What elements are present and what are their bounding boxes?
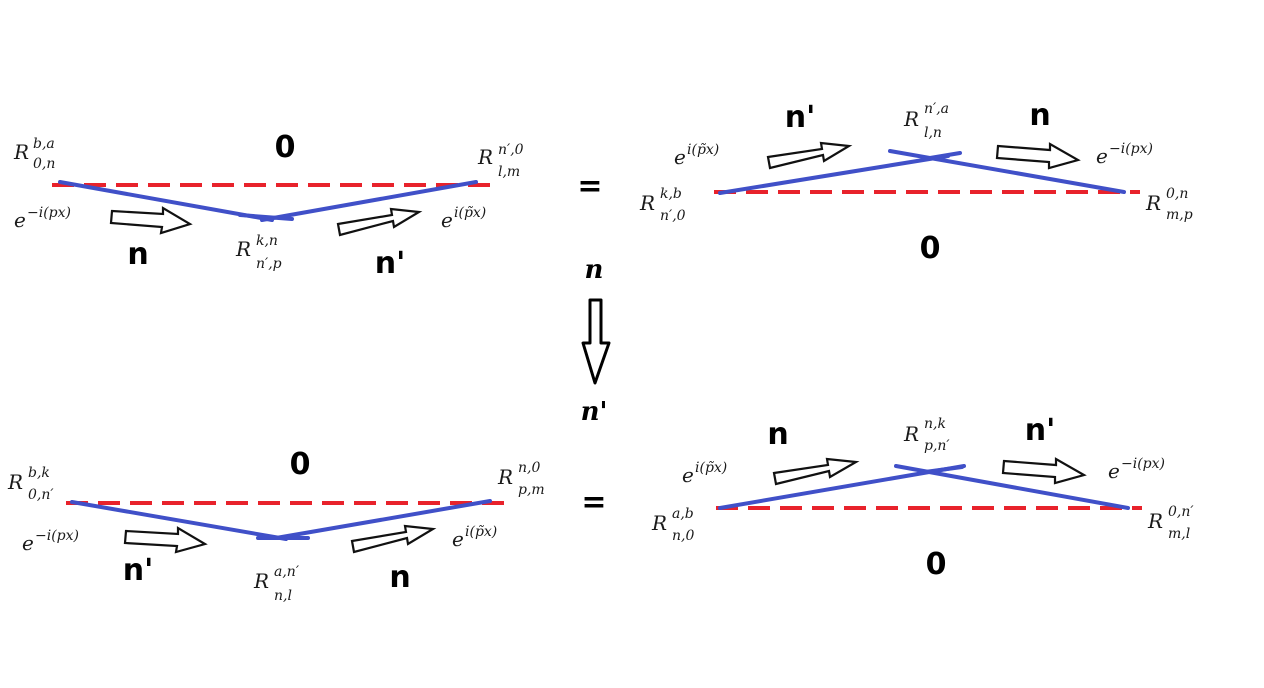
incoming-phase-label: e i(p̃x): [682, 460, 727, 487]
vertex-stub: [238, 213, 294, 221]
vertex-label-top-left: R b,a 0,n: [13, 135, 59, 172]
outgoing-phase-label: e −i(px): [1096, 141, 1153, 168]
n-in-label: n': [785, 100, 816, 135]
diagram-top-left: 0 n n' R b,a 0,n R n′,0 l,m R k,n n′,p e…: [13, 130, 528, 281]
transition-to-label: n': [581, 397, 608, 427]
equals-sign-top: =: [577, 169, 602, 204]
vertex-label-bottom: R a,n′ n,l: [253, 563, 303, 604]
vertex-label-top-left: R b,k 0,n′: [7, 464, 54, 503]
outgoing-phase-label: e i(p̃x): [452, 524, 497, 551]
diagram-bottom-right: 0 n n' R n,k p,n′ R a,b n,0 R 0,n′ m,l e…: [651, 413, 1198, 582]
incoming-phase-label: e −i(px): [14, 205, 71, 232]
outgoing-arrow-icon: [350, 524, 437, 554]
n-out-label: n: [1029, 98, 1050, 133]
incoming-arrow-icon: [766, 141, 853, 170]
vertex-stub: [923, 465, 964, 474]
n-out-label: n': [1025, 413, 1056, 448]
outgoing-line: [260, 180, 478, 222]
outgoing-phase-label: e i(p̃x): [441, 205, 486, 232]
incoming-line: [58, 180, 274, 222]
n-out-label: n: [389, 560, 410, 595]
vertex-stub: [928, 151, 962, 160]
outgoing-arrow-icon: [1001, 457, 1087, 485]
diagram-top-right: 0 n' n R n′,a l,n R k,b n′,0 R 0,n m,p e…: [639, 98, 1193, 266]
outgoing-arrow-icon: [995, 142, 1081, 170]
n-in-label: n: [127, 237, 148, 272]
vertex-label-top: R n′,a l,n: [903, 100, 953, 141]
diagram-bottom-left: 0 n' n R b,k 0,n′ R n,0 p,m R a,n′ n,l e…: [7, 447, 545, 604]
incoming-line: [70, 500, 288, 541]
zero-label: 0: [275, 130, 296, 165]
vertex-label-top-right: R n,0 p,m: [497, 459, 545, 498]
incoming-arrow-icon: [772, 457, 860, 486]
incoming-phase-label: e i(p̃x): [674, 142, 719, 169]
outgoing-line: [894, 464, 1130, 510]
n-in-label: n': [123, 553, 154, 588]
outgoing-line: [274, 499, 492, 540]
vertex-label-bottom: R k,n n′,p: [235, 232, 282, 272]
incoming-line: [718, 154, 950, 195]
outgoing-arrow-icon: [336, 207, 423, 237]
vertex-label-bottom-right: R 0,n′ m,l: [1147, 503, 1198, 542]
zero-label: 0: [920, 231, 941, 266]
incoming-arrow-icon: [123, 526, 208, 554]
vertex-label-bottom-right: R 0,n m,p: [1145, 185, 1193, 223]
outgoing-phase-label: e −i(px): [1108, 456, 1165, 483]
incoming-arrow-icon: [109, 206, 193, 235]
vertex-label-bottom-left: R a,b n,0: [651, 505, 698, 544]
n-in-label: n: [767, 417, 788, 452]
zero-label: 0: [926, 547, 947, 582]
equals-sign-bottom: =: [581, 485, 606, 520]
vertex-label-top-right: R n′,0 l,m: [477, 141, 528, 180]
zero-label: 0: [290, 447, 311, 482]
vertex-label-bottom-left: R k,b n′,0: [639, 185, 686, 224]
transition: n n': [581, 255, 611, 427]
incoming-phase-label: e −i(px): [22, 528, 79, 555]
down-arrow-icon: [581, 298, 611, 385]
transition-from-label: n: [585, 255, 604, 285]
vertex-label-top: R n,k p,n′: [903, 415, 950, 454]
n-out-label: n': [375, 246, 406, 281]
